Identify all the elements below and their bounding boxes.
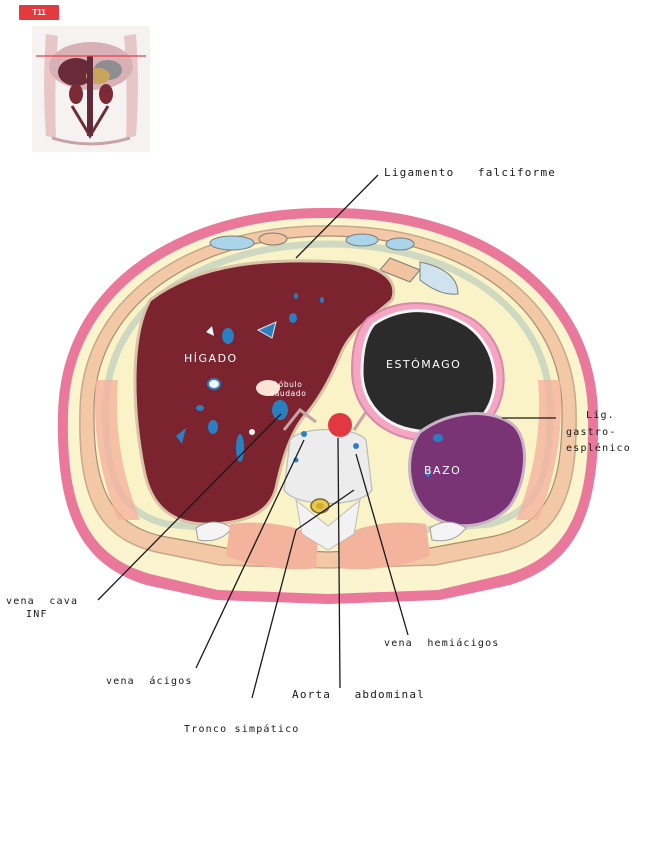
label-vena-cava: vena cava <box>6 596 79 607</box>
slice-level-badge: T11 <box>19 5 59 20</box>
label-lobulo-caudado: Lóbulo caudado <box>270 380 306 398</box>
label-vena-hemiacigos: vena hemiácigos <box>384 638 500 649</box>
vertebra <box>283 428 373 504</box>
label-caudado: caudado <box>270 389 307 398</box>
label-vena-acigos: vena ácigos <box>106 676 193 687</box>
label-tronco-simpatico: Tronco simpático <box>184 724 300 735</box>
inferior-vena-cava <box>272 400 288 420</box>
abdominal-aorta <box>328 413 352 437</box>
leader-lines <box>97 174 556 699</box>
label-bazo: BAZO <box>424 464 462 477</box>
torso-thumbnail <box>32 26 150 152</box>
label-aorta-abdominal: Aorta abdominal <box>292 688 425 701</box>
label-lobulo: Lóbulo <box>273 380 303 389</box>
label-ligamento-falciforme: Ligamento falciforme <box>384 166 557 179</box>
label-lig-gastro-3: esplénico <box>566 443 631 454</box>
label-estomago: ESTÓMAGO <box>386 358 462 371</box>
label-lig-gastro-2: gastro- <box>566 427 617 438</box>
label-higado: HÍGADO <box>184 352 238 365</box>
label-vena-cava-inf: INF <box>26 609 48 620</box>
label-lig-gastro-1: Lig. <box>586 410 615 421</box>
